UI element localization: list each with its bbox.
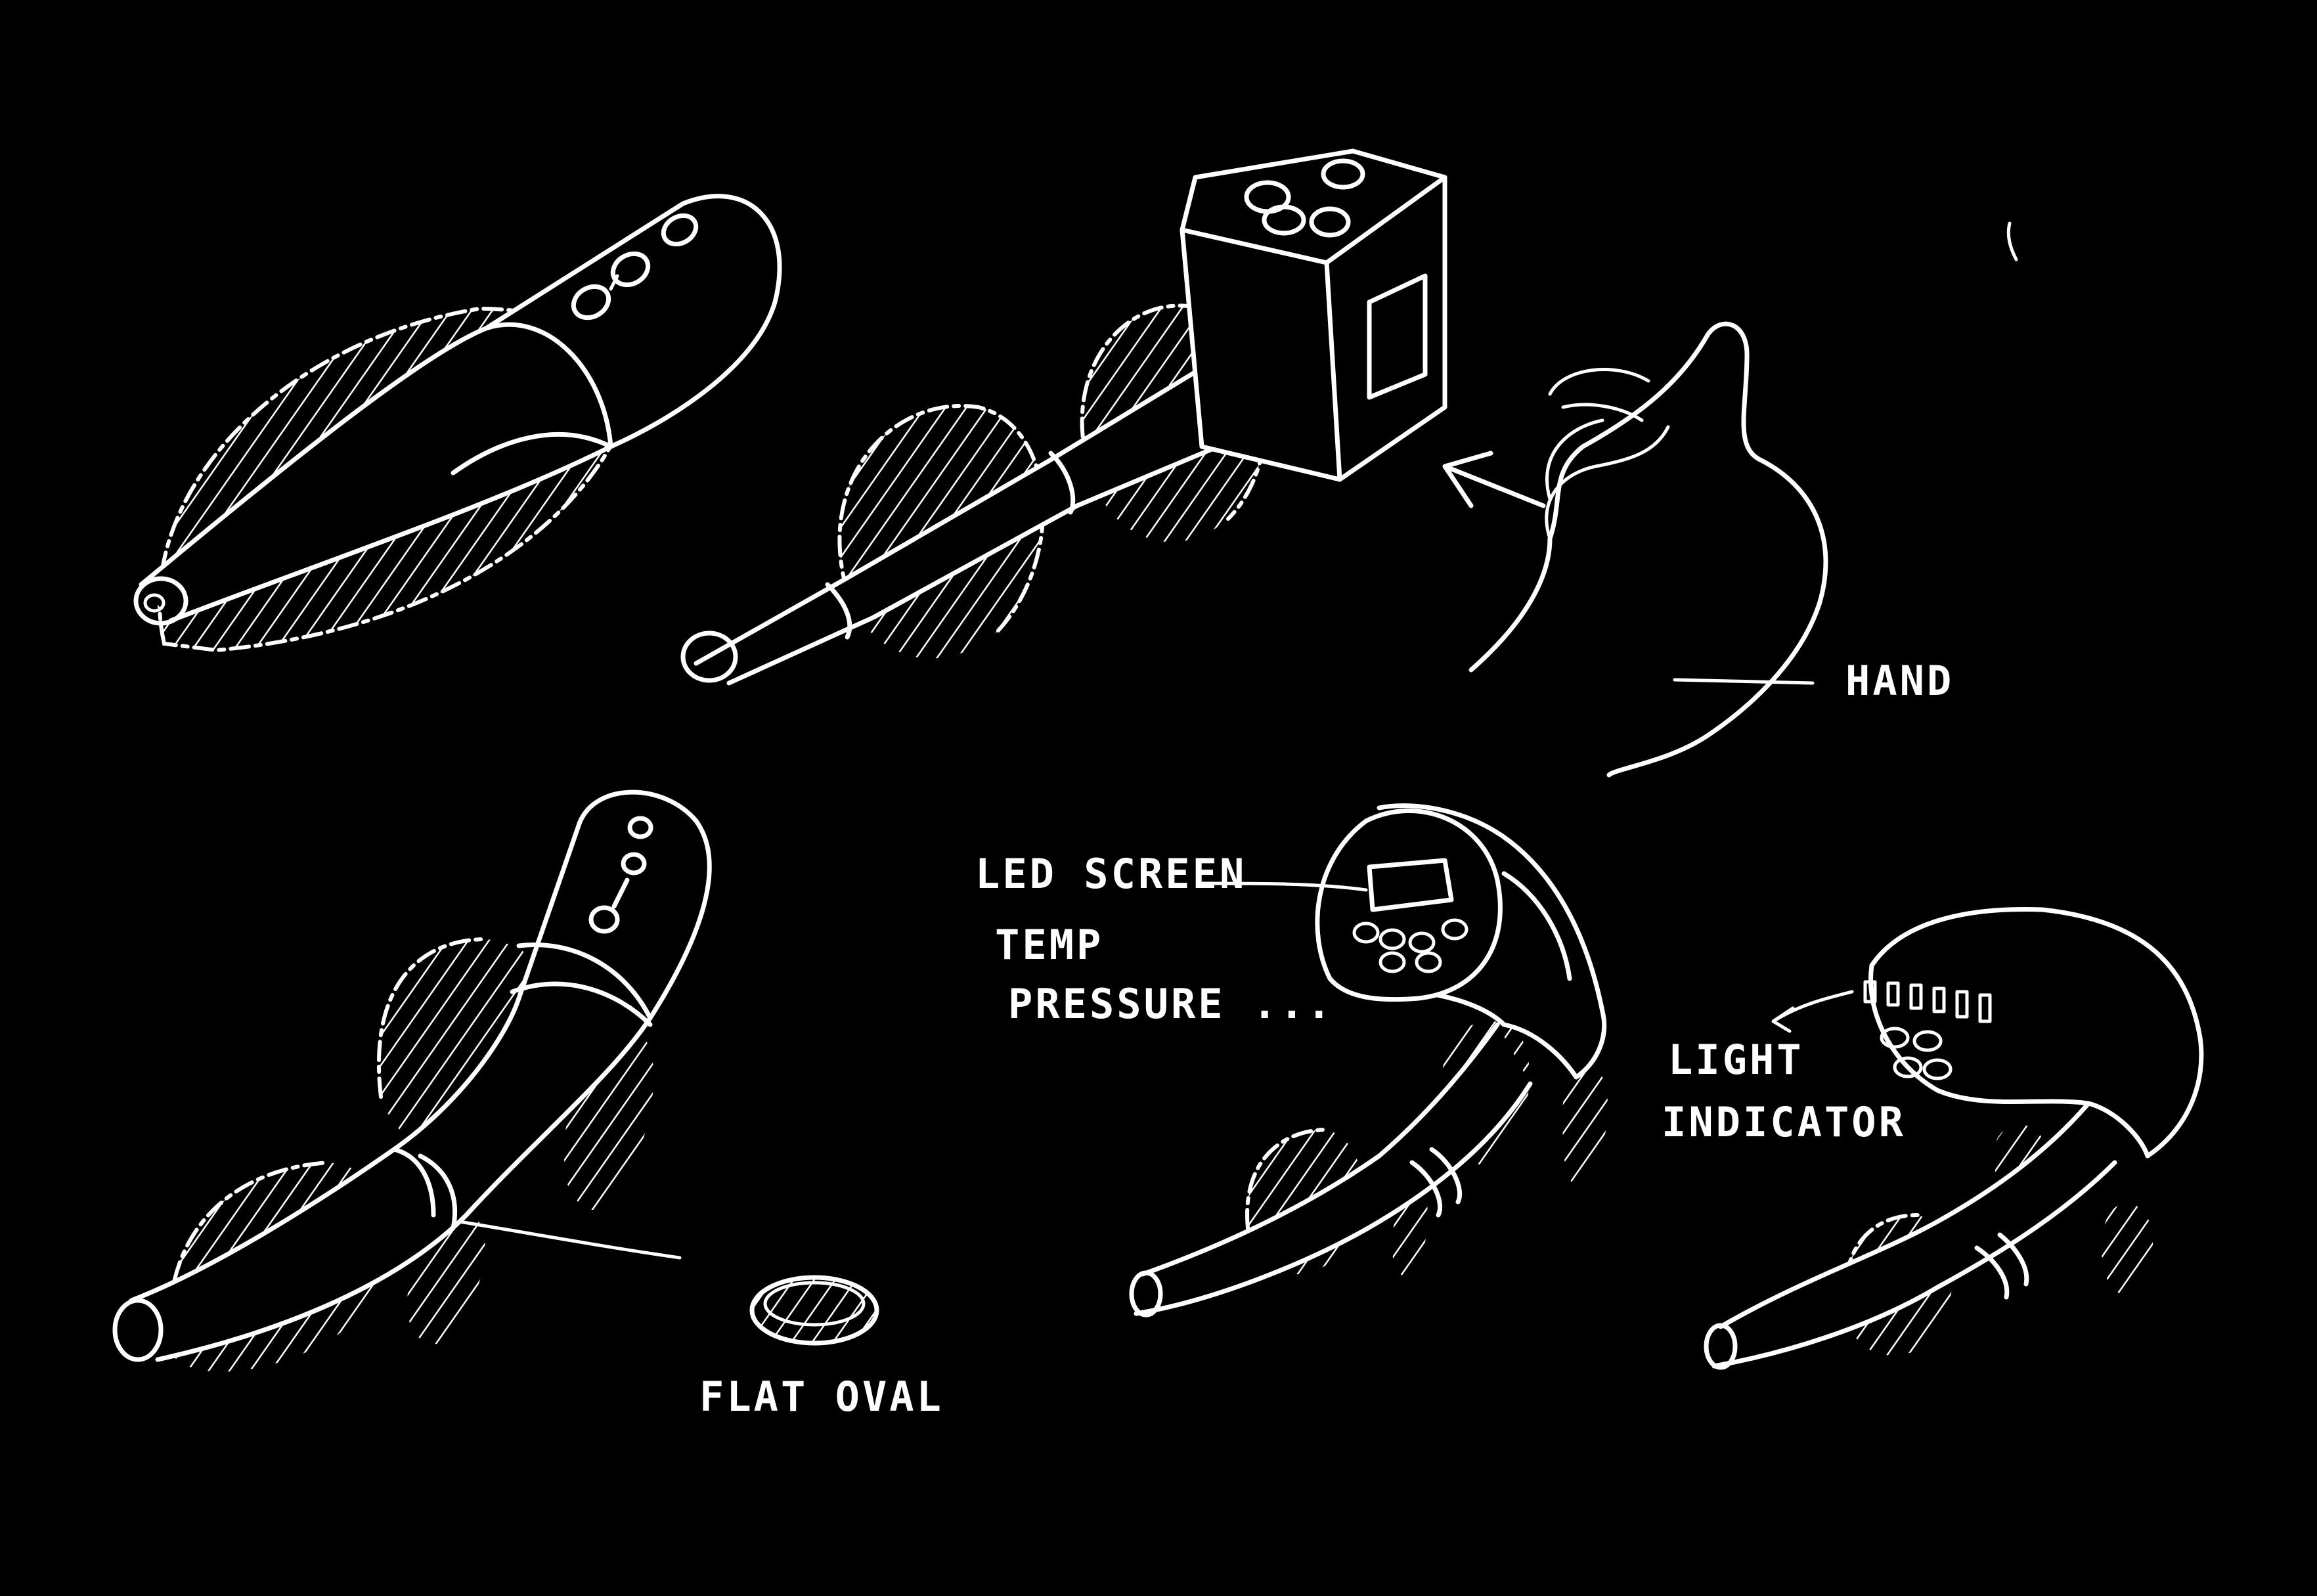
grip-shadow-5b bbox=[2102, 1204, 2153, 1295]
temp-label: TEMP bbox=[995, 921, 1103, 969]
sketch-device-top-left bbox=[136, 196, 780, 650]
light-label: LIGHT bbox=[1668, 1036, 1804, 1084]
grip-shadow-4b bbox=[1562, 1070, 1608, 1189]
device-head-box bbox=[1182, 151, 1445, 479]
sketch-device-led: LED SCREEN TEMP PRESSURE ... bbox=[975, 806, 1608, 1315]
oval-leader-line bbox=[460, 1222, 680, 1258]
pointer-arrow bbox=[1445, 453, 1543, 506]
flat-oval-label: FLAT OVAL bbox=[699, 1373, 944, 1421]
light-indicator-arrow bbox=[1773, 992, 1852, 1031]
hand-leader-line bbox=[1675, 680, 1813, 683]
sketch-device-light: LIGHT INDICATOR bbox=[1662, 909, 2201, 1367]
pressure-label: PRESSURE ... bbox=[1008, 980, 1334, 1028]
flat-oval-sample bbox=[752, 1277, 877, 1343]
indicator-label: INDICATOR bbox=[1662, 1098, 1906, 1146]
light-indicator-row bbox=[1865, 982, 1990, 1021]
stray-ink-mark bbox=[2008, 223, 2016, 259]
sketch-device-top-center bbox=[683, 151, 1445, 683]
sketch-device-bottom-left: FLAT OVAL bbox=[115, 792, 944, 1421]
led-screen-label: LED SCREEN bbox=[975, 850, 1247, 898]
sketch-hand: HAND bbox=[1445, 324, 1954, 775]
hand-label: HAND bbox=[1845, 657, 1954, 705]
